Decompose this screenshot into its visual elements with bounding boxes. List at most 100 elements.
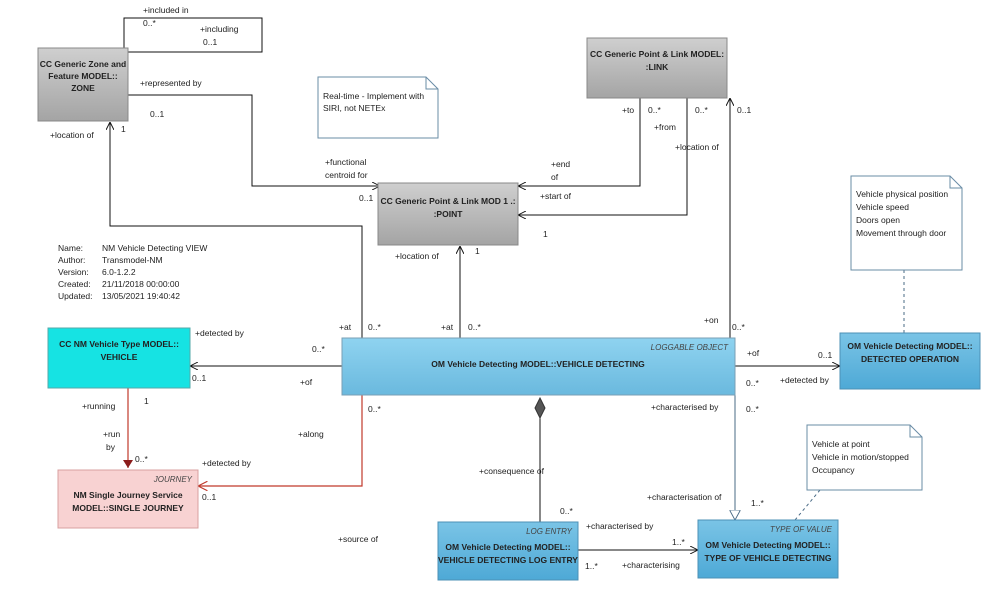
label-source-of: +source of bbox=[338, 534, 379, 544]
label-characterisation-of: +characterisation of bbox=[647, 492, 722, 502]
svg-text:Vehicle physical position: Vehicle physical position bbox=[856, 189, 948, 199]
vd-to-journey-line[interactable] bbox=[198, 395, 363, 486]
label-on-mult: 0..* bbox=[732, 322, 745, 332]
label-at-1: +at bbox=[339, 322, 352, 332]
class-vehicle[interactable]: CC NM Vehicle Type MODEL:: VEHICLE bbox=[47, 327, 191, 389]
label-run-by-mult: 0..* bbox=[135, 454, 148, 464]
label-from: +from bbox=[654, 122, 676, 132]
zone-represented-by-line[interactable] bbox=[128, 94, 380, 186]
red-connectors bbox=[128, 376, 363, 486]
label-location-of-point: +location of bbox=[395, 251, 439, 261]
svg-text:ZONE: ZONE bbox=[71, 83, 95, 93]
label-zone-rep-mult: 0..1 bbox=[150, 109, 164, 119]
meta-name: Name:NM Vehicle Detecting VIEW bbox=[58, 243, 208, 253]
class-vehicle-detecting[interactable]: LOGGABLE OBJECT OM Vehicle Detecting MOD… bbox=[341, 337, 736, 396]
label-at-1-mult: 0..* bbox=[368, 322, 381, 332]
label-point-fc-mult: 0..1 bbox=[359, 193, 373, 203]
class-detected-operation[interactable]: OM Vehicle Detecting MODEL:: DETECTED OP… bbox=[839, 332, 981, 390]
class-link[interactable]: CC Generic Point & Link MODEL: :LINK bbox=[586, 37, 728, 99]
label-detected-by-journey: +detected by bbox=[202, 458, 252, 468]
svg-text:Doors open: Doors open bbox=[856, 215, 900, 225]
label-journey-mult: 0..1 bbox=[202, 492, 216, 502]
label-vehicle-of-mult: 0..1 bbox=[192, 373, 206, 383]
svg-text:LOG ENTRY: LOG ENTRY bbox=[526, 527, 573, 536]
label-op-det-mult: 0..* bbox=[746, 378, 759, 388]
connectors bbox=[110, 17, 840, 550]
svg-text:Real-time - Implement with: Real-time - Implement with bbox=[323, 91, 424, 101]
label-running: +running bbox=[82, 401, 116, 411]
label-characterised-by-2: +characterised by bbox=[586, 521, 654, 531]
label-detected-by-op: +detected by bbox=[780, 375, 830, 385]
meta-created: Created:21/11/2018 00:00:00 bbox=[58, 279, 180, 289]
label-location-of-zone: +location of bbox=[50, 130, 94, 140]
association-labels: +included in 0..* +including 0..1 +repre… bbox=[50, 5, 832, 571]
note-realtime[interactable]: Real-time - Implement with SIRI, not NET… bbox=[317, 76, 439, 139]
label-represented-by: +represented by bbox=[140, 78, 202, 88]
svg-text:OM Vehicle Detecting MODEL::: OM Vehicle Detecting MODEL:: bbox=[847, 341, 972, 351]
svg-text:TYPE OF VEHICLE DETECTING: TYPE OF VEHICLE DETECTING bbox=[704, 553, 831, 563]
label-centroid-for: centroid for bbox=[325, 170, 368, 180]
label-along-mult: 0..* bbox=[368, 404, 381, 414]
vd-to-zone-line[interactable] bbox=[110, 122, 363, 338]
journey-vehicle-end-marker bbox=[123, 460, 133, 468]
svg-text:Vehicle speed: Vehicle speed bbox=[856, 202, 909, 212]
label-vehicle-det-mult: 0..* bbox=[312, 344, 325, 354]
svg-text:MODEL::SINGLE JOURNEY: MODEL::SINGLE JOURNEY bbox=[72, 503, 184, 513]
label-zone-self-mult-b: 0..1 bbox=[203, 37, 217, 47]
label-zone-self-mult-a: 0..* bbox=[143, 18, 156, 28]
meta-version: Version:6.0-1.2.2 bbox=[58, 267, 136, 277]
zone-self-association[interactable] bbox=[123, 17, 263, 53]
svg-text:CC Generic Point & Link MOD 1: CC Generic Point & Link MOD 1 .: bbox=[380, 196, 515, 206]
label-on: +on bbox=[704, 315, 719, 325]
class-point[interactable]: CC Generic Point & Link MOD 1 .: :POINT bbox=[377, 182, 519, 246]
label-char-of-mult: 1..* bbox=[751, 498, 764, 508]
class-zone[interactable]: CC Generic Zone and Feature MODEL:: ZONE bbox=[37, 47, 129, 122]
label-link-to-mult: 0..* bbox=[648, 105, 661, 115]
composition-diamond bbox=[534, 396, 546, 420]
meta-author: Author:Transmodel-NM bbox=[58, 255, 163, 265]
label-of: of bbox=[551, 172, 559, 182]
label-of-op: +of bbox=[747, 348, 760, 358]
label-location-of-link: +location of bbox=[675, 142, 719, 152]
label-at-2-mult: 0..* bbox=[468, 322, 481, 332]
svg-text:CC NM Vehicle Type MODEL::: CC NM Vehicle Type MODEL:: bbox=[59, 339, 179, 349]
label-included-in: +included in bbox=[143, 5, 189, 15]
label-run: +run bbox=[103, 429, 121, 439]
class-single-journey[interactable]: JOURNEY NM Single Journey Service MODEL:… bbox=[57, 469, 199, 529]
link-start-of-line[interactable] bbox=[518, 98, 688, 215]
label-link-mult-1: 0..1 bbox=[737, 105, 751, 115]
svg-text:TYPE OF VALUE: TYPE OF VALUE bbox=[770, 525, 833, 534]
note-vehicle-at-point[interactable]: Vehicle at point Vehicle in motion/stopp… bbox=[806, 424, 923, 491]
label-along: +along bbox=[298, 429, 324, 439]
note-vap-anchor bbox=[794, 489, 821, 521]
svg-text:CC Generic Zone and: CC Generic Zone and bbox=[40, 59, 126, 69]
label-of-vehicle: +of bbox=[300, 377, 313, 387]
label-by: by bbox=[106, 442, 116, 452]
label-char-mult-1: 0..* bbox=[746, 404, 759, 414]
class-log-entry[interactable]: LOG ENTRY OM Vehicle Detecting MODEL:: V… bbox=[437, 521, 579, 581]
note-vehicle-position[interactable]: Vehicle physical position Vehicle speed … bbox=[850, 175, 963, 271]
label-start-of: +start of bbox=[540, 191, 572, 201]
class-type-of-vehicle-detecting[interactable]: TYPE OF VALUE OM Vehicle Detecting MODEL… bbox=[697, 519, 839, 579]
svg-text:OM Vehicle Detecting MODEL::: OM Vehicle Detecting MODEL:: bbox=[705, 540, 830, 550]
label-to: +to bbox=[622, 105, 634, 115]
label-detected-by-vehicle: +detected by bbox=[195, 328, 245, 338]
label-characterising: +characterising bbox=[622, 560, 680, 570]
label-characterising-mult: 1..* bbox=[585, 561, 598, 571]
label-link-from-mult: 0..* bbox=[695, 105, 708, 115]
svg-text:CC Generic Point & Link MODEL:: CC Generic Point & Link MODEL: bbox=[590, 49, 724, 59]
svg-text::POINT: :POINT bbox=[434, 209, 464, 219]
label-characterised-by-1: +characterised by bbox=[651, 402, 719, 412]
svg-text:VEHICLE: VEHICLE bbox=[101, 352, 138, 362]
svg-text:JOURNEY: JOURNEY bbox=[153, 475, 193, 484]
svg-text:Vehicle in motion/stopped: Vehicle in motion/stopped bbox=[812, 452, 909, 462]
svg-text:VEHICLE DETECTING LOG ENTRY: VEHICLE DETECTING LOG ENTRY bbox=[438, 555, 578, 565]
meta-updated: Updated:13/05/2021 19:40:42 bbox=[58, 291, 180, 301]
label-consequence-of: +consequence of bbox=[479, 466, 545, 476]
label-point-loc-mult: 1 bbox=[475, 246, 480, 256]
label-functional: +functional bbox=[325, 157, 366, 167]
link-end-of-line[interactable] bbox=[518, 98, 641, 186]
label-running-mult: 1 bbox=[144, 396, 149, 406]
label-zone-loc-mult: 1 bbox=[121, 124, 126, 134]
